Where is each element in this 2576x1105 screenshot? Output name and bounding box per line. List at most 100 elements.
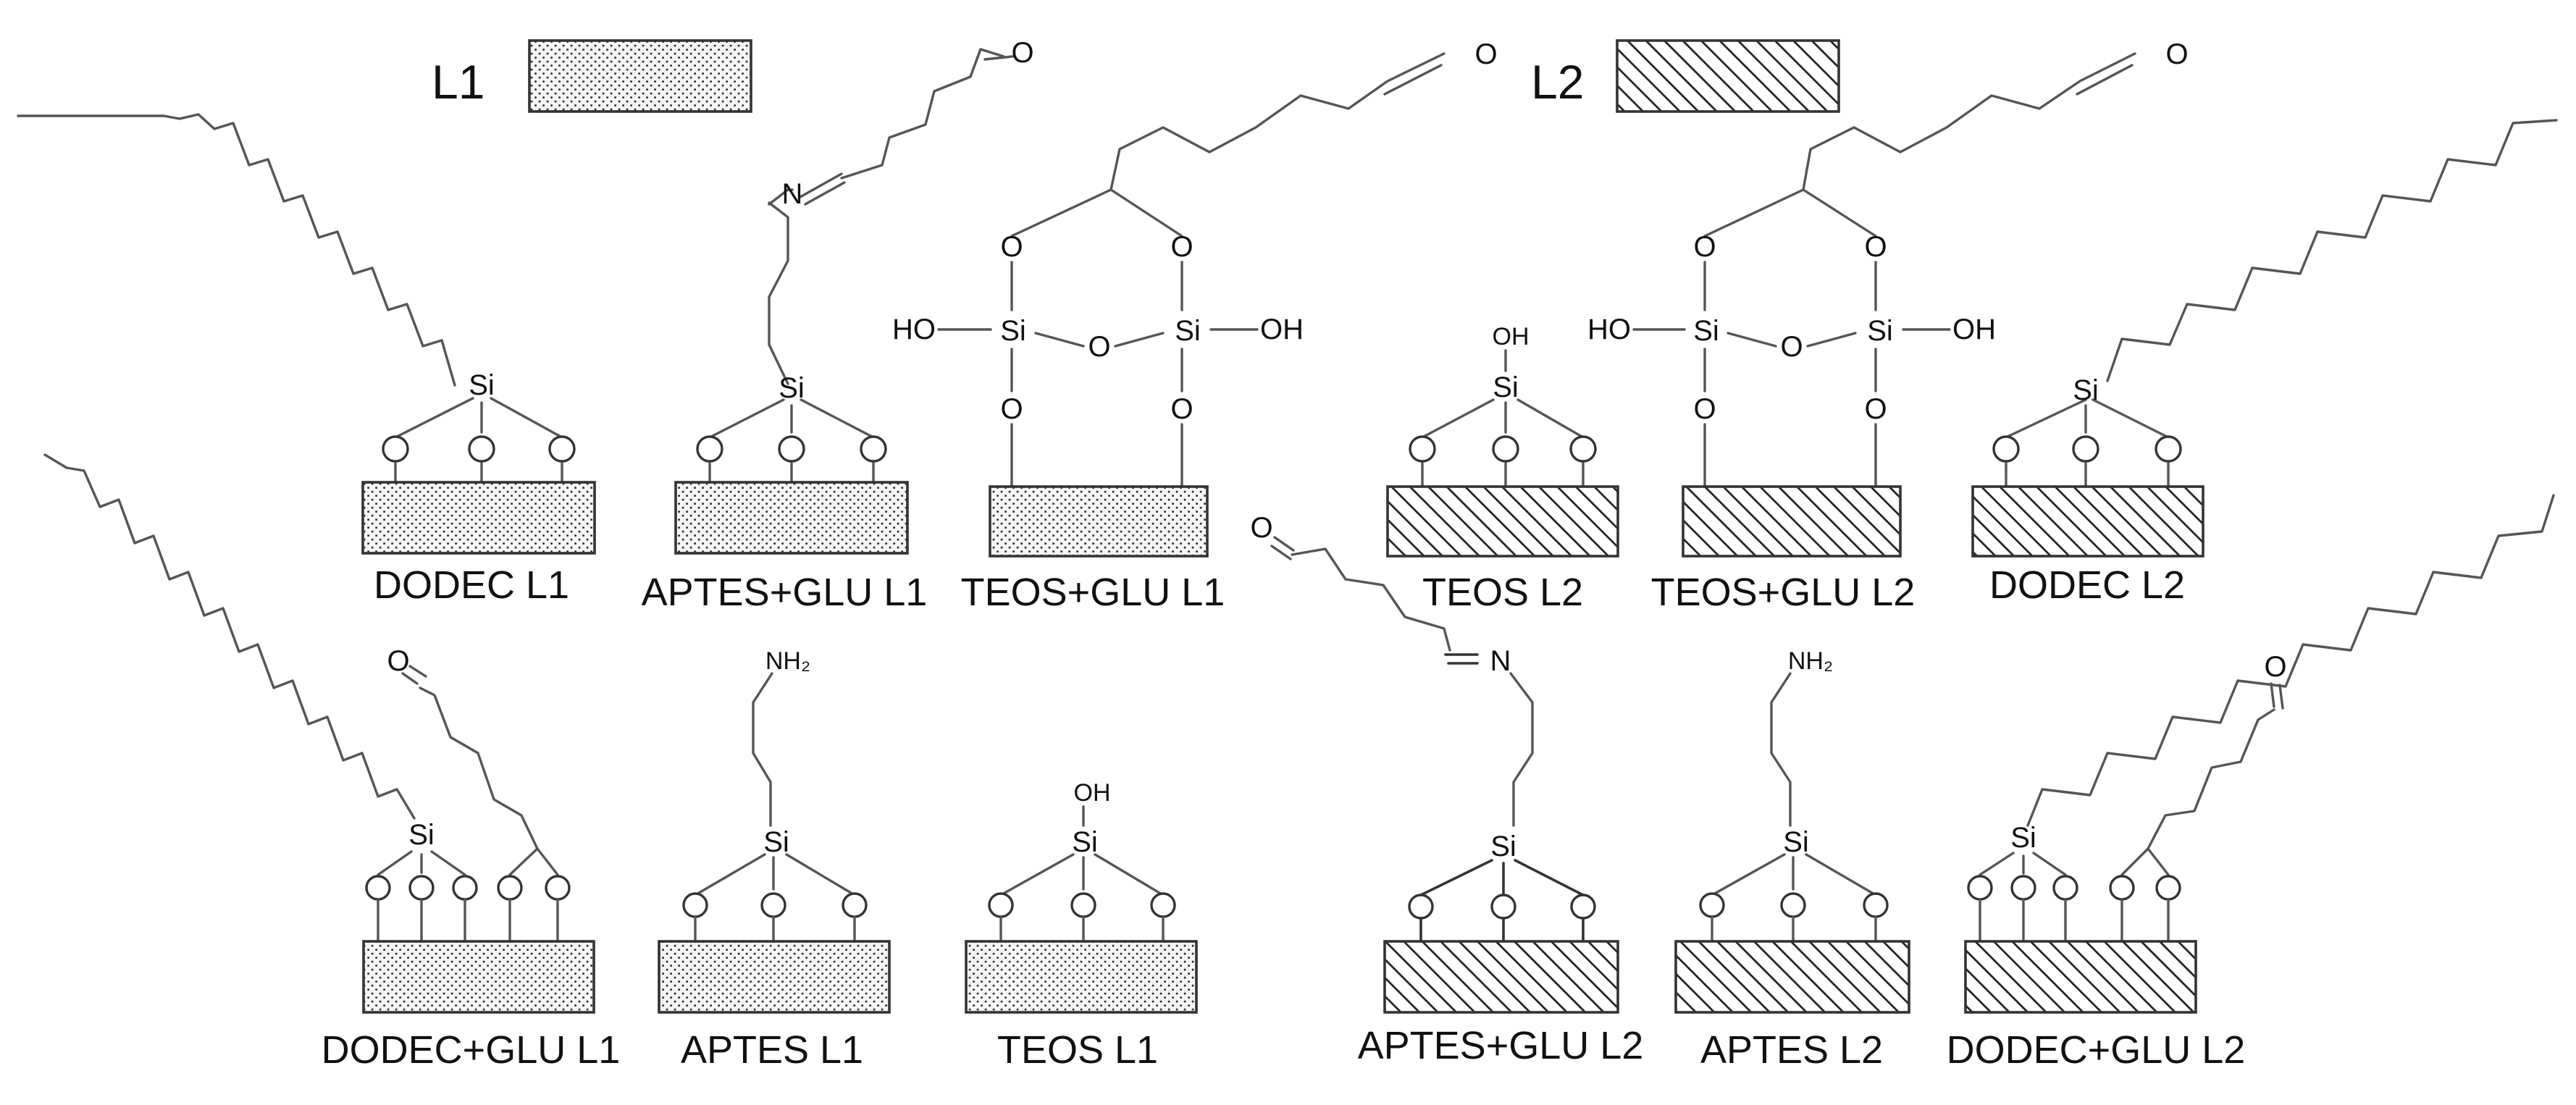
molecule-aptes-l2: NH₂ Si APTES L2: [1674, 647, 1910, 1072]
dodecyl-chain: [2026, 494, 2555, 827]
sample-label: APTES+GLU L1: [642, 571, 928, 614]
amine-group: NH₂: [765, 647, 810, 675]
hydroxyl-group: HO: [892, 314, 936, 345]
hydroxyl-group: HO: [1587, 314, 1631, 345]
hydroxyl-group: OH: [1260, 314, 1304, 345]
substrate-l1: [674, 481, 909, 555]
substrate-l1: [965, 940, 1198, 1014]
molecule-aptes-l1: NH₂ Si APTES L1: [658, 647, 891, 1072]
propyl-chain: [1509, 672, 1534, 827]
sample-label: DODEC+GLU L2: [1947, 1028, 2246, 1072]
oxygen-atom: O: [1864, 231, 1887, 263]
amine-group: NH₂: [1788, 647, 1833, 675]
substrate-l1: [361, 481, 596, 555]
molecule-teos-glu-l2: O O O Si Si HO OH O O O TEOS+GLU L2: [1587, 38, 2189, 614]
silicon-atom: Si: [1072, 826, 1098, 858]
glutaraldehyde-chain: [419, 686, 539, 850]
hydroxyl-group: OH: [1074, 779, 1111, 807]
legend-item-l2: L2: [1531, 39, 1840, 113]
aldehyde-oxygen: O: [2264, 651, 2286, 683]
silicon-atom: Si: [2073, 374, 2099, 406]
oxygen-atom: O: [1780, 331, 1803, 363]
legend-swatch-dotted: [528, 39, 752, 113]
silicon-atom: Si: [2010, 822, 2036, 854]
molecule-aptes-glu-l1: O N Si APTES+GLU L1: [642, 37, 1034, 614]
propyl-chain: [768, 201, 789, 385]
oxygen-atom: O: [1693, 231, 1716, 263]
imine-nitrogen: N: [1490, 645, 1511, 677]
sample-label: TEOS L2: [1422, 571, 1583, 614]
imine-nitrogen: N: [782, 178, 803, 210]
molecule-teos-l2: OH Si TEOS L2: [1386, 323, 1619, 614]
hydroxyl-group: OH: [1952, 314, 1996, 345]
molecule-dodec-glu-l2: O Si DODEC+GLU L2: [1947, 494, 2555, 1072]
glutaraldehyde-chain: [1109, 52, 1446, 191]
legend-item-l1: L1: [432, 39, 752, 113]
silicon-atom: Si: [408, 819, 435, 851]
sample-label: APTES L2: [1700, 1028, 1883, 1072]
oxygen-ring: [382, 435, 409, 463]
substrate-l2: [1386, 485, 1619, 558]
sample-label: DODEC L1: [374, 563, 569, 607]
dodecyl-chain: [17, 113, 456, 387]
molecule-dodec-glu-l1: O Si DODEC+GLU L1: [43, 453, 620, 1072]
oxygen-atom: O: [1170, 231, 1193, 263]
oxygen-atom: O: [1693, 393, 1716, 425]
oxygen-ring: [468, 435, 495, 463]
silicon-atom: Si: [469, 369, 495, 401]
silicon-atom: Si: [763, 826, 789, 858]
silicon-atom: Si: [779, 372, 805, 404]
glutaraldehyde-chain: [1802, 52, 2136, 191]
aldehyde-oxygen: O: [1250, 512, 1272, 544]
molecule-teos-glu-l1: O O O Si Si HO OH O O O TEOS+GLU L1: [892, 38, 1498, 614]
aldehyde-oxygen: O: [1011, 37, 1033, 69]
sample-label: TEOS+GLU L2: [1651, 571, 1916, 614]
oxygen-atom: O: [1170, 393, 1193, 425]
molecule-aptes-glu-l2: O N Si APTES+GLU L2: [1250, 512, 1643, 1067]
silicon-atom: Si: [1783, 826, 1809, 858]
aldehyde-oxygen: O: [1474, 38, 1497, 70]
glutaraldehyde-chain: [2147, 708, 2275, 850]
propyl-chain: [752, 672, 773, 827]
substrate-l2: [1971, 485, 2204, 558]
aldehyde-oxygen: O: [387, 645, 409, 677]
glutaraldehyde-chain: [1291, 547, 1451, 652]
molecule-dodec-l1: Si DODEC L1: [17, 113, 596, 607]
silicon-atom: Si: [1693, 315, 1719, 347]
oxygen-atom: O: [1000, 393, 1023, 425]
oxygen-atom: O: [1088, 331, 1110, 363]
dodecyl-chain: [43, 453, 416, 820]
oxygen-atom: O: [1000, 231, 1023, 263]
substrate-l1: [362, 940, 595, 1014]
sample-label: APTES L1: [681, 1028, 863, 1072]
dodecyl-chain: [2106, 119, 2558, 382]
oxygen-atom: O: [1864, 393, 1887, 425]
legend-label-l1: L1: [432, 55, 484, 109]
substrate-l2: [1383, 940, 1619, 1014]
hydroxyl-group: OH: [1493, 323, 1530, 350]
sample-label: TEOS+GLU L1: [961, 571, 1225, 614]
sample-label: TEOS L1: [997, 1028, 1158, 1072]
substrate-l2: [1964, 940, 2197, 1014]
legend: L1 L2: [432, 39, 1840, 113]
silicon-atom: Si: [1175, 315, 1201, 347]
silicon-atom: Si: [1490, 831, 1516, 862]
substrate-l2: [1674, 940, 1910, 1014]
substrate-l1: [658, 940, 891, 1014]
silicon-atom: Si: [1867, 315, 1893, 347]
legend-label-l2: L2: [1531, 55, 1584, 109]
propyl-chain: [1770, 672, 1792, 827]
oxygen-ring: [548, 435, 576, 463]
glutaraldehyde-chain: [840, 48, 1005, 180]
sample-label: APTES+GLU L2: [1358, 1024, 1644, 1067]
silicon-atom: Si: [1000, 315, 1026, 347]
molecule-teos-l1: OH Si TEOS L1: [965, 779, 1198, 1072]
aldehyde-oxygen: O: [2165, 38, 2188, 70]
legend-swatch-hatched: [1616, 39, 1840, 113]
substrate-l2: [1682, 485, 1902, 558]
sample-label: DODEC L2: [1989, 563, 2185, 607]
molecule-dodec-l2: Si DODEC L2: [1971, 119, 2558, 607]
silicon-atom: Si: [1493, 371, 1519, 403]
substrate-l1: [989, 485, 1209, 558]
